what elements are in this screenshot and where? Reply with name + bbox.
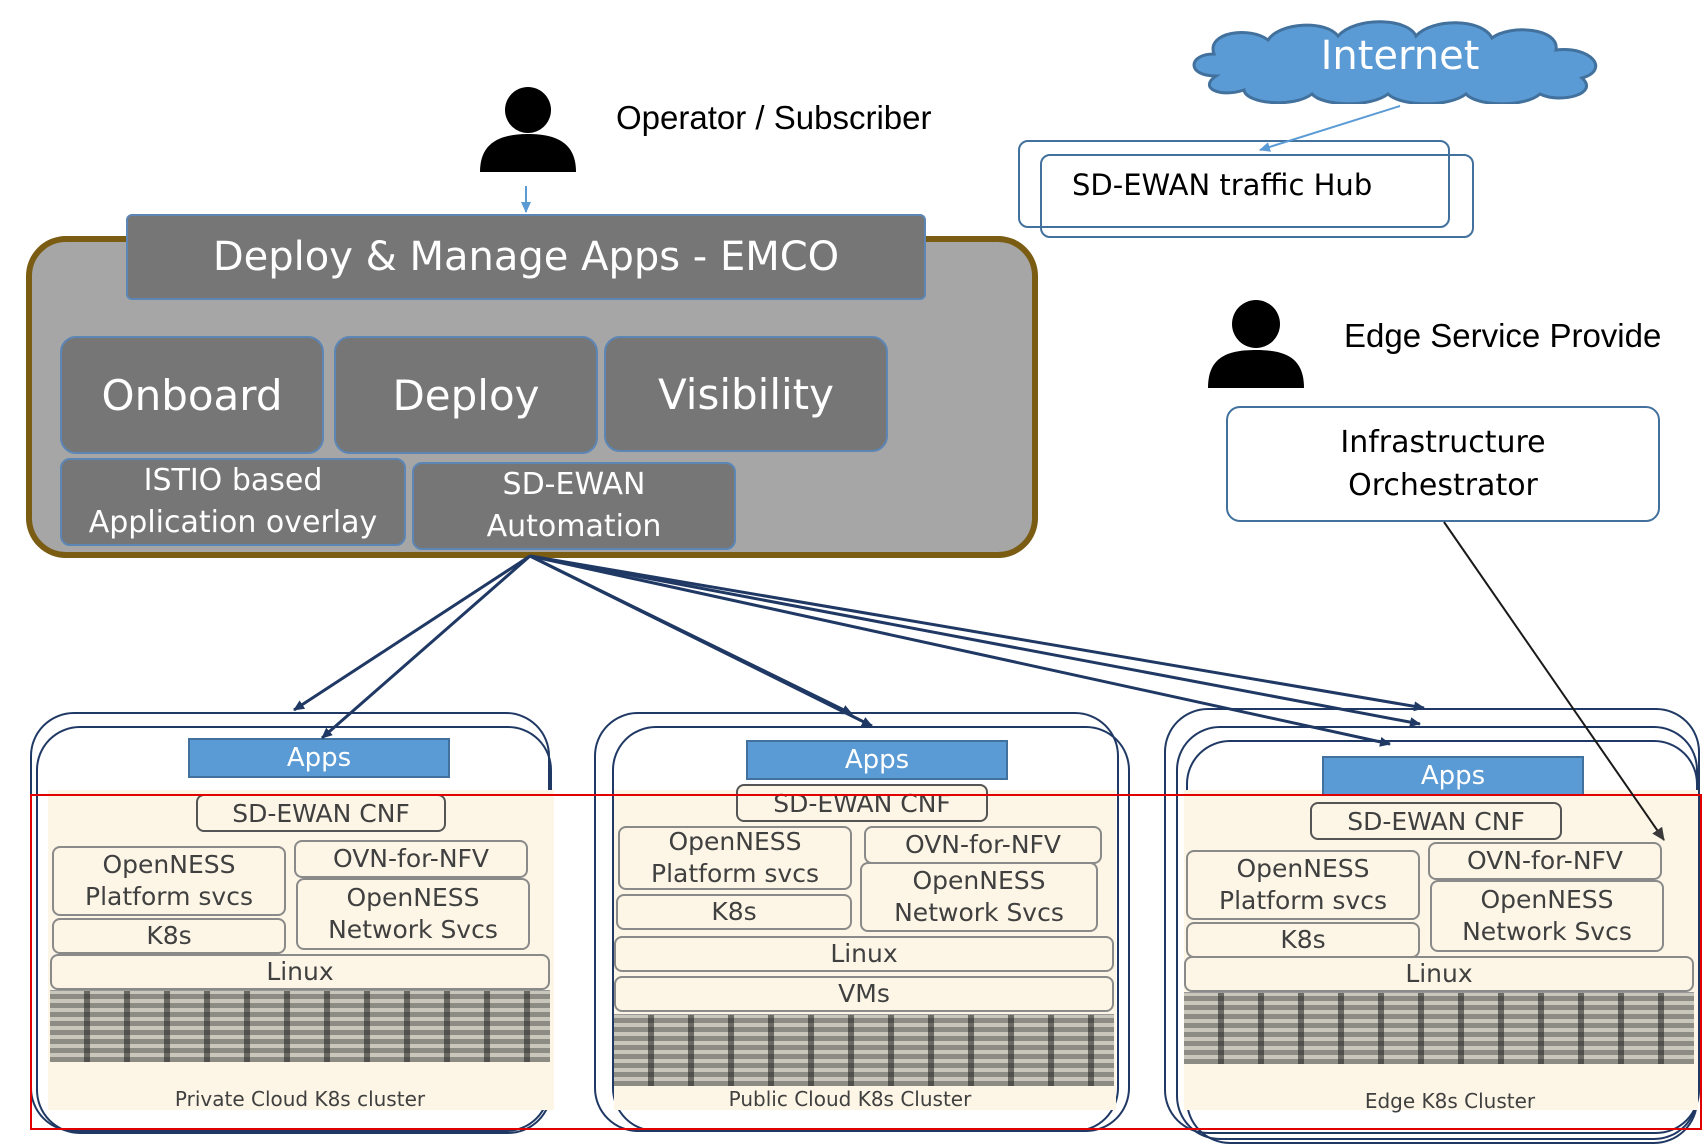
cluster-public-platform-svcs: OpenNESS Platform svcs — [618, 826, 852, 890]
cluster-public-linux: Linux — [614, 936, 1114, 972]
cluster-edge-network-svcs: OpenNESS Network Svcs — [1430, 880, 1664, 952]
sdewan-automation-box: SD-EWAN Automation — [412, 462, 736, 550]
cluster-public-label: Public Cloud K8s Cluster — [728, 1087, 972, 1111]
orchestrator-to-edge-arrow — [1443, 521, 1665, 841]
cluster-public-network-svcs: OpenNESS Network Svcs — [860, 862, 1098, 932]
infrastructure-orchestrator-box: Infrastructure Orchestrator — [1226, 406, 1660, 522]
cluster-public-k8s: K8s — [616, 894, 852, 930]
emco-to-public-arrow-2 — [529, 554, 873, 728]
cluster-private-apps-bar: Apps — [188, 738, 450, 778]
platform-svcs-line1: OpenNESS — [102, 849, 236, 879]
platform-svcs-line1: OpenNESS — [668, 826, 802, 856]
network-svcs-line1: OpenNESS — [346, 882, 480, 912]
emco-to-edge-arrow-1 — [529, 554, 1425, 712]
cluster-private-server-rack-image — [50, 990, 550, 1062]
onboard-box: Onboard — [60, 336, 324, 454]
internet-label: Internet — [1320, 33, 1480, 79]
cluster-edge-linux: Linux — [1184, 956, 1694, 992]
emco-to-edge-arrow-3 — [529, 554, 1391, 747]
cluster-public-sdewan-cnf: SD-EWAN CNF — [736, 784, 988, 822]
cluster-private-platform-svcs: OpenNESS Platform svcs — [52, 846, 286, 916]
hub-back-frame — [1018, 140, 1450, 228]
cluster-public-vms: VMs — [614, 976, 1114, 1012]
istio-overlay-box: ISTIO based Application overlay — [60, 458, 406, 546]
cluster-edge-platform-svcs: OpenNESS Platform svcs — [1186, 850, 1420, 920]
sdewan-automation-line2: Automation — [486, 509, 662, 544]
cluster-private-ovn-for-nfv: OVN-for-NFV — [294, 840, 528, 878]
operator-person-icon — [478, 86, 578, 174]
cluster-edge-label: Edge K8s Cluster — [1364, 1089, 1536, 1113]
cluster-public-apps-bar: Apps — [746, 740, 1008, 780]
cluster-edge-ovn-for-nfv: OVN-for-NFV — [1428, 842, 1662, 880]
platform-svcs-line2: Platform svcs — [651, 859, 819, 888]
cluster-public-server-rack-image — [614, 1014, 1114, 1086]
emco-to-edge-arrow-2 — [529, 554, 1421, 728]
istio-line2: Application overlay — [88, 505, 378, 540]
cluster-edge-server-rack-image — [1184, 992, 1694, 1064]
platform-svcs-line2: Platform svcs — [1219, 886, 1387, 915]
cluster-private-sdewan-cnf: SD-EWAN CNF — [196, 794, 446, 832]
network-svcs-line1: OpenNESS — [912, 865, 1046, 895]
cluster-edge-apps-bar: Apps — [1322, 756, 1584, 796]
cluster-public-ovn-for-nfv: OVN-for-NFV — [864, 826, 1102, 864]
network-svcs-line1: OpenNESS — [1480, 884, 1614, 914]
emco-to-private-arrow-2 — [321, 554, 531, 740]
cluster-private-network-svcs: OpenNESS Network Svcs — [296, 878, 530, 950]
infra-line1: Infrastructure — [1340, 424, 1546, 460]
cluster-private-linux: Linux — [50, 954, 550, 990]
edge-provider-person-icon — [1206, 298, 1306, 390]
internet-cloud-icon — [1180, 14, 1620, 106]
sdewan-automation-line1: SD-EWAN — [502, 467, 646, 502]
platform-svcs-line1: OpenNESS — [1236, 853, 1370, 883]
cluster-private-label: Private Cloud K8s cluster — [174, 1087, 426, 1111]
hub-box: SD-EWAN traffic Hub — [1072, 168, 1373, 202]
emco-to-private-arrow-1 — [293, 554, 531, 712]
istio-line1: ISTIO based — [143, 463, 323, 498]
highlight-frame — [30, 794, 1702, 1130]
network-svcs-line2: Network Svcs — [894, 898, 1064, 927]
operator-label: Operator / Subscriber — [616, 99, 932, 136]
infra-line2: Orchestrator — [1348, 468, 1538, 503]
cluster-edge-sdewan-cnf: SD-EWAN CNF — [1310, 802, 1562, 840]
internet-to-hub-arrow — [1259, 105, 1401, 152]
edge-provider-label: Edge Service Provide — [1344, 317, 1662, 354]
visibility-box: Visibility — [604, 336, 888, 452]
platform-svcs-line2: Platform svcs — [85, 882, 253, 911]
cluster-edge-k8s: K8s — [1186, 922, 1420, 958]
network-svcs-line2: Network Svcs — [1462, 917, 1632, 946]
network-svcs-line2: Network Svcs — [328, 915, 498, 944]
deploy-box: Deploy — [334, 336, 598, 454]
cluster-private-k8s: K8s — [52, 918, 286, 954]
emco-title-bar: Deploy & Manage Apps - EMCO — [126, 214, 926, 300]
hub-back-frame-2 — [1040, 154, 1474, 238]
